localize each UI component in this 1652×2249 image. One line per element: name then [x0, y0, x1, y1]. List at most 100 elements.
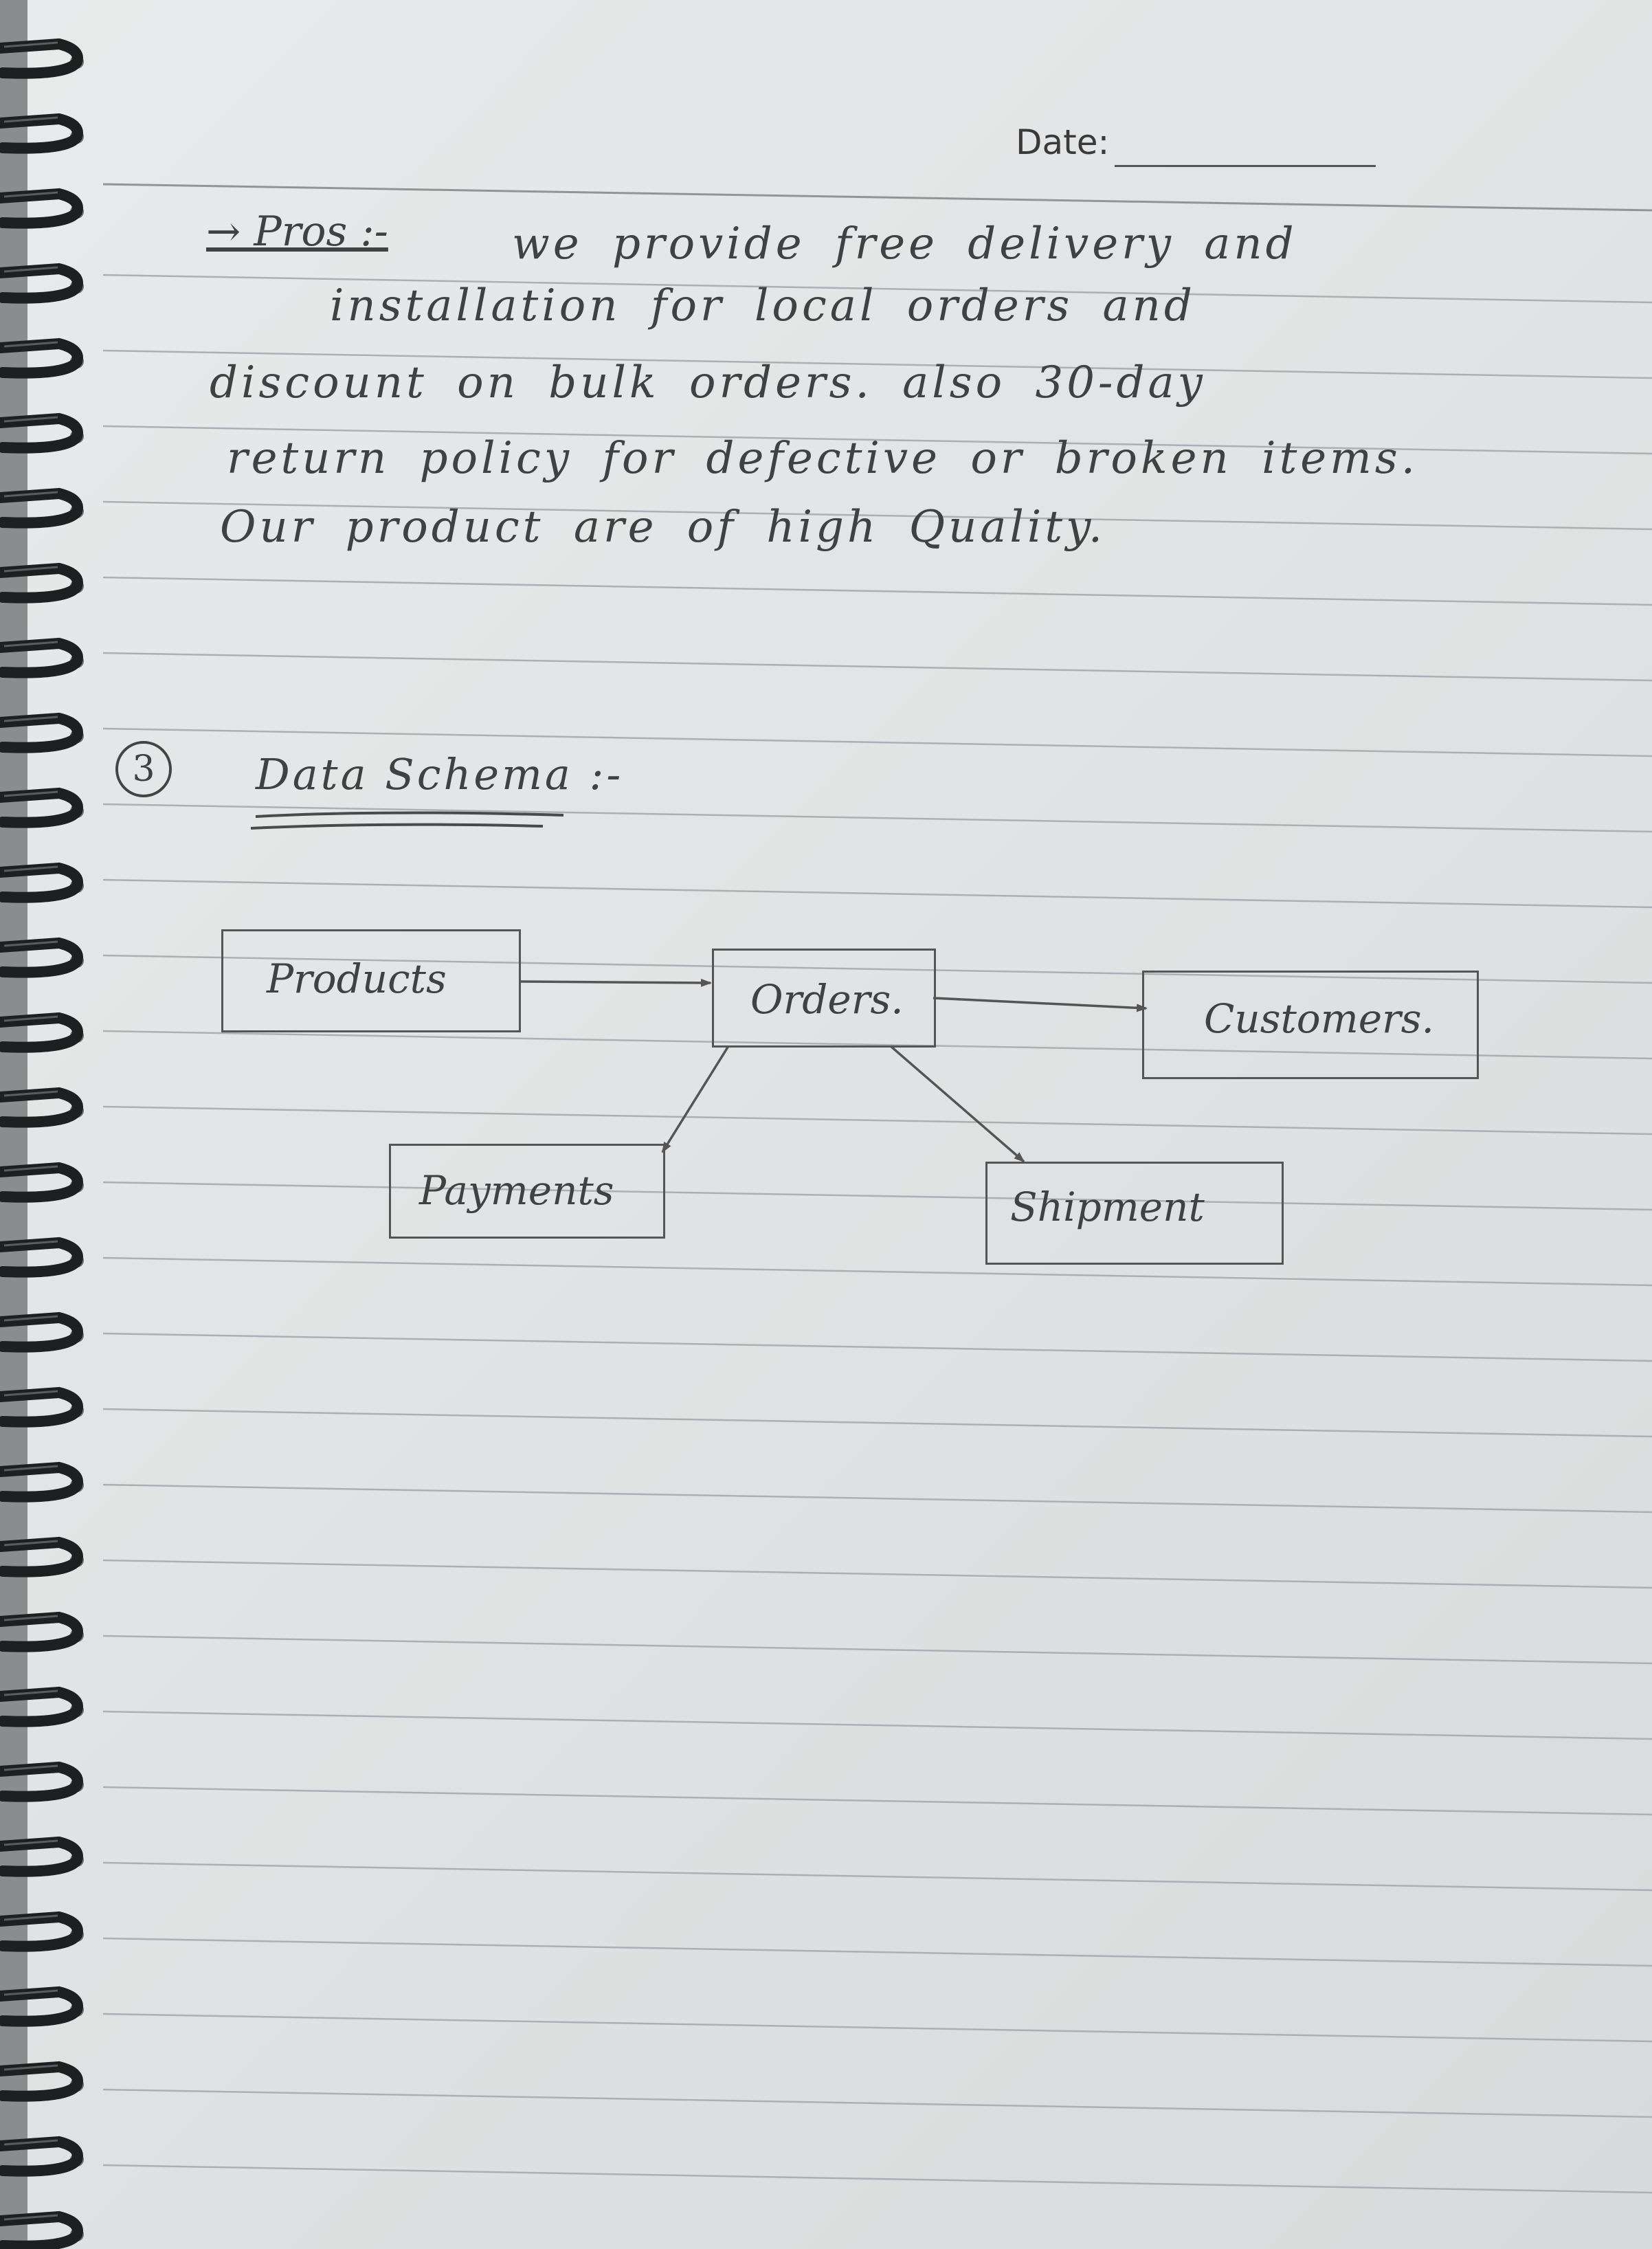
arrow-products-orders: [520, 978, 712, 987]
spiral-coil: [0, 1536, 83, 1577]
spiral-coil: [0, 1461, 83, 1503]
rule-line: [102, 500, 1652, 531]
spiral-coil: [0, 2211, 83, 2249]
spiral-coil: [0, 1386, 83, 1428]
entity-box-customers: [1142, 971, 1479, 1079]
spiral-coil: [0, 787, 83, 828]
spiral-coil-highlight: [3, 940, 58, 947]
spiral-coil-highlight: [3, 1540, 58, 1547]
rule-line: [102, 1937, 1652, 1967]
pros-line-5: Our product are of high Quality.: [220, 502, 1106, 553]
spiral-coil: [0, 263, 83, 304]
spiral-coil: [0, 937, 83, 978]
pros-line-1: we provide free delivery and: [512, 219, 1297, 269]
spiral-coil-highlight: [3, 716, 58, 722]
spiral-coil-highlight: [3, 1465, 58, 1472]
spiral-coil: [0, 38, 83, 79]
entity-label-products: Products: [267, 955, 447, 1002]
arrow-orders-customers: [933, 997, 1148, 1012]
rule-line: [102, 1559, 1652, 1589]
pros-label: → Pros :-: [206, 208, 388, 256]
rule-line: [102, 1105, 1652, 1135]
spiral-coil-highlight: [3, 1989, 58, 1996]
spiral-coil: [0, 1761, 83, 1802]
rule-line: [102, 1710, 1652, 1740]
rule-line: [102, 576, 1652, 606]
rule-line: [102, 349, 1652, 379]
spiral-coil-highlight: [3, 865, 58, 872]
rule-line: [102, 954, 1652, 984]
spiral-coil-highlight: [3, 641, 58, 647]
rule-line: [102, 727, 1652, 757]
spiral-coil-highlight: [3, 1764, 58, 1771]
spiral-coil: [0, 862, 83, 903]
spiral-coil: [0, 1162, 83, 1203]
spiral-coil: [0, 113, 83, 154]
spiral-coil: [0, 2136, 83, 2177]
spiral-coil: [0, 1836, 83, 1877]
section-title: Data Schema :-: [256, 749, 624, 799]
spiral-coil: [0, 188, 83, 229]
spiral-coil: [0, 1311, 83, 1353]
arrow-orders-payments: [661, 1045, 730, 1153]
spiral-coil-highlight: [3, 2139, 58, 2146]
spiral-coil: [0, 337, 83, 379]
date-field-line: [1115, 165, 1376, 167]
spiral-coil: [0, 562, 83, 603]
entity-label-orders: Orders.: [750, 976, 904, 1023]
rule-line: [102, 1181, 1652, 1211]
rule-line: [102, 803, 1652, 833]
rule-line: [102, 1030, 1652, 1060]
spiral-coil: [0, 2061, 83, 2102]
rule-line: [102, 2164, 1652, 2194]
spiral-coil-highlight: [3, 1615, 58, 1621]
spiral-coil-highlight: [3, 416, 58, 423]
pros-line-2: installation for local orders and: [330, 280, 1196, 331]
spiral-binding: [0, 0, 84, 2249]
entity-box-shipment: [985, 1162, 1284, 1265]
spiral-coil-highlight: [3, 266, 58, 273]
spiral-coil: [0, 412, 83, 454]
spiral-coil-highlight: [3, 2214, 58, 2221]
entity-box-orders: [712, 949, 936, 1048]
rule-line: [102, 274, 1652, 304]
spiral-coil-highlight: [3, 191, 58, 198]
spiral-coil-highlight: [3, 116, 58, 123]
rule-line: [102, 2088, 1652, 2118]
entity-box-products: [221, 929, 521, 1032]
rule-line: [102, 1861, 1652, 1892]
spiral-coil-highlight: [3, 1090, 58, 1097]
rule-line: [102, 1256, 1652, 1287]
spiral-coil-highlight: [3, 341, 58, 348]
spiral-coil: [0, 1611, 83, 1652]
rule-line: [102, 1332, 1652, 1362]
pros-line-4: return policy for defective or broken it…: [227, 433, 1419, 484]
spiral-coil-highlight: [3, 1315, 58, 1322]
spiral-coil: [0, 1012, 83, 1053]
spiral-coil-highlight: [3, 566, 58, 573]
arrow-orders-shipment: [889, 1045, 1025, 1163]
rule-line: [102, 1786, 1652, 1816]
spiral-coil: [0, 1686, 83, 1727]
entity-box-payments: [389, 1144, 665, 1239]
rule-line: [102, 1635, 1652, 1665]
rule-line: [102, 878, 1652, 909]
spiral-coil-highlight: [3, 1839, 58, 1846]
spiral-coil-highlight: [3, 1165, 58, 1172]
spiral-coil: [0, 487, 83, 529]
section-number: 3: [115, 741, 172, 797]
spiral-coil: [0, 1986, 83, 2027]
spiral-coil: [0, 1087, 83, 1128]
spiral-coil: [0, 637, 83, 678]
rule-line: [102, 425, 1652, 455]
pros-line-3: discount on bulk orders. also 30-day: [210, 357, 1206, 408]
spiral-coil-highlight: [3, 2064, 58, 2071]
spiral-coil: [0, 712, 83, 753]
spiral-coil-highlight: [3, 1015, 58, 1022]
spiral-coil: [0, 1237, 83, 1278]
spiral-coil-highlight: [3, 1689, 58, 1696]
rule-line: [102, 1408, 1652, 1438]
entity-label-payments: Payments: [419, 1167, 614, 1214]
spiral-coil-highlight: [3, 1914, 58, 1921]
